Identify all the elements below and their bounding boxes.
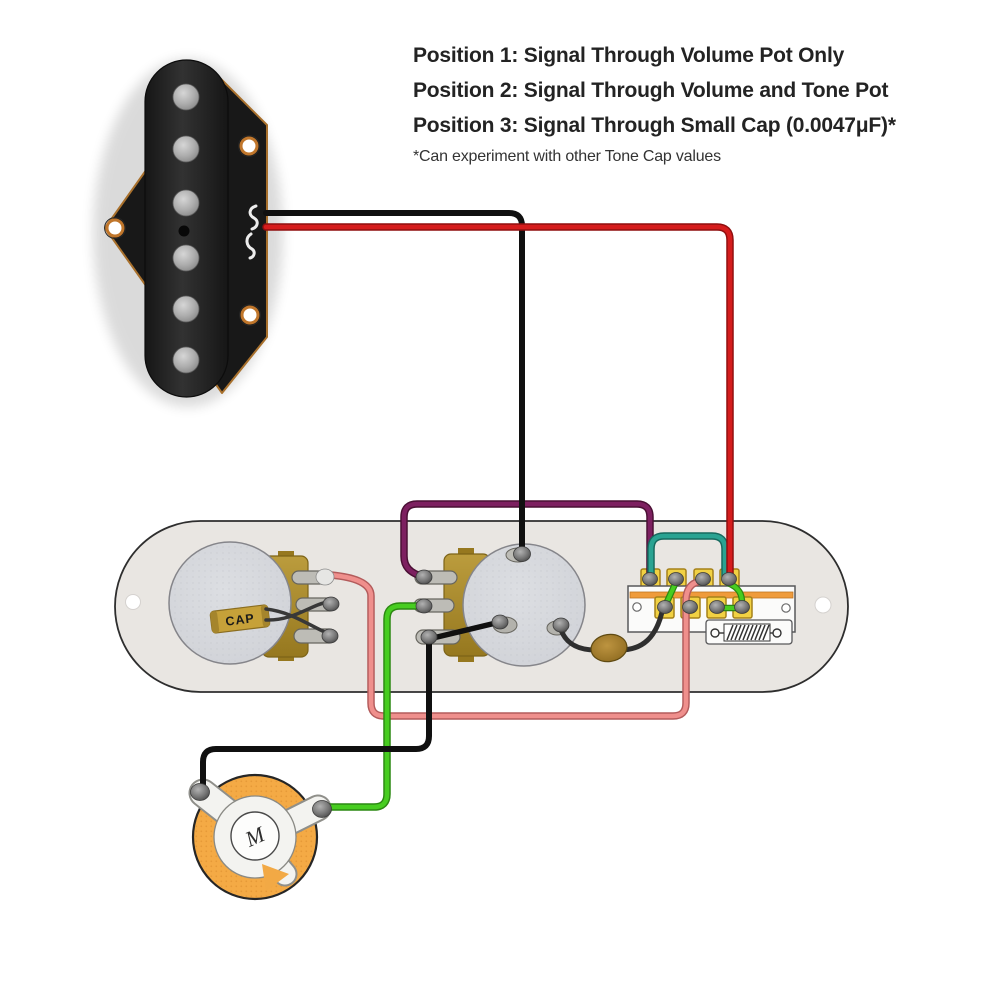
wire-red-pickup-lead — [262, 223, 734, 581]
pickup-dot — [178, 225, 190, 237]
disc-capacitor: M — [188, 773, 332, 901]
wires — [200, 210, 746, 811]
switch-hole-right — [781, 603, 791, 613]
plate-screw-hole-left — [125, 594, 141, 610]
annotation-footnote: *Can experiment with other Tone Cap valu… — [413, 148, 721, 165]
annotation-position-1: Position 1: Signal Through Volume Pot On… — [413, 44, 845, 67]
small-tone-cap — [590, 633, 628, 663]
switch-spring — [705, 619, 793, 645]
tone-capacitor: CAP — [209, 604, 271, 634]
pickup-wire-grommet — [245, 204, 259, 260]
tone-pot: CAP — [168, 541, 337, 665]
tone-lug1-solder — [315, 568, 335, 586]
annotation-position-3: Position 3: Signal Through Small Cap (0.… — [413, 114, 896, 137]
annotation-position-2: Position 2: Signal Through Volume and To… — [413, 79, 889, 102]
bridge-pickup — [93, 59, 283, 407]
disc-capacitor-strap: M — [188, 778, 332, 891]
wire-green-ground — [321, 602, 428, 811]
wire-black-ground — [200, 636, 432, 793]
wire-teal-switch-jumper — [647, 532, 729, 581]
switch-hole-left — [632, 602, 642, 612]
pickup-mount-holes — [104, 135, 261, 326]
pickup-pole-pieces — [172, 83, 200, 374]
wire-pink-tone-to-switch — [327, 571, 705, 720]
wire-purple-volume-to-switch — [400, 500, 654, 581]
tone-capacitor-label: CAP — [225, 611, 256, 628]
wire-black-volume-jumper — [430, 619, 503, 641]
solder-rivets — [190, 546, 750, 818]
plate-screw-hole-right — [814, 596, 832, 614]
